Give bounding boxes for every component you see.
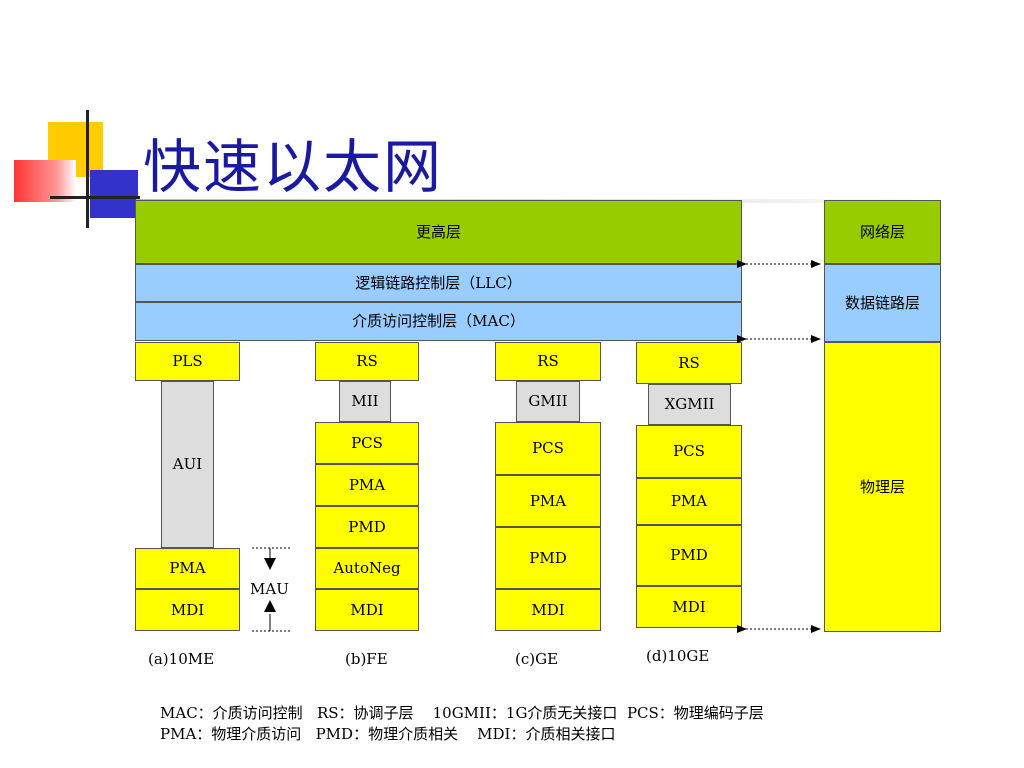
ge10-pcs-box: PCS (636, 425, 742, 478)
ge10-pma-box: PMA (636, 478, 742, 525)
ge-caption: (c)GE (515, 650, 559, 668)
ge-gmii-box: GMII (516, 381, 580, 422)
ge-rs-box: RS (495, 342, 601, 381)
ge-pcs-box: PCS (495, 422, 601, 475)
mac-layer-box: 介质访问控制层（MAC） (135, 302, 742, 341)
ge10-rs-box: RS (636, 342, 742, 384)
physical-layer-box: 物理层 (824, 342, 941, 632)
upper-layer-box: 更高层 (135, 200, 742, 264)
fe-pma-box: PMA (315, 464, 419, 506)
ge-pma-box: PMA (495, 475, 601, 527)
fe-pcs-box: PCS (315, 422, 419, 464)
mau-bracket (252, 547, 292, 632)
mau-label: MAU (250, 580, 289, 598)
me10-mdi-box: MDI (135, 589, 240, 631)
fe-pmd-box: PMD (315, 506, 419, 548)
me10-pma-box: PMA (135, 548, 240, 589)
network-layer-box: 网络层 (824, 200, 941, 264)
llc-layer-box: 逻辑链路控制层（LLC） (135, 264, 742, 302)
me10-aui-box: AUI (161, 381, 214, 548)
fe-mii-box: MII (339, 381, 391, 422)
fe-autoneg-box: AutoNeg (315, 548, 419, 589)
legend-line-1: MAC：介质访问控制 RS：协调子层 10GMII：1G介质无关接口 PCS：物… (160, 704, 764, 722)
fe-rs-box: RS (315, 342, 419, 381)
legend-line-2: PMA：物理介质访问 PMD：物理介质相关 MDI：介质相关接口 (160, 725, 616, 743)
fe-mdi-box: MDI (315, 589, 419, 631)
datalink-layer-box: 数据链路层 (824, 264, 941, 342)
ge10-pmd-box: PMD (636, 525, 742, 586)
ge10-mdi-box: MDI (636, 586, 742, 628)
ge10-caption: (d)10GE (646, 647, 710, 665)
ge10-xgmii-box: XGMII (648, 384, 731, 425)
ge-mdi-box: MDI (495, 589, 601, 631)
page-title: 快速以太网 (143, 133, 444, 201)
ge-pmd-box: PMD (495, 527, 601, 589)
me10-pls-box: PLS (135, 342, 240, 381)
me10-caption: (a)10ME (148, 650, 215, 668)
fe-caption: (b)FE (345, 650, 388, 668)
